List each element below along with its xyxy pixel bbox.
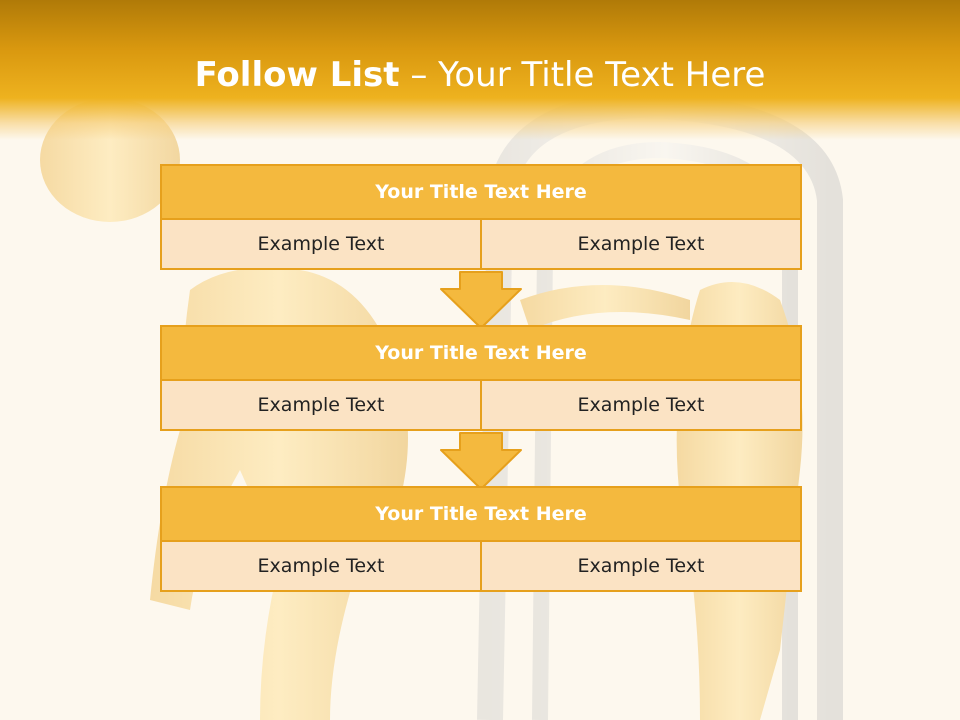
step-cell-right: Example Text (482, 542, 802, 592)
step-cell-left: Example Text (160, 220, 482, 270)
step-cell-right: Example Text (482, 381, 802, 431)
step-box-2: Your Title Text Here Example Text Exampl… (160, 325, 802, 431)
slide-title: Follow List – Your Title Text Here (0, 52, 960, 98)
step-title: Your Title Text Here (160, 164, 802, 220)
slide-title-bold: Follow List (194, 55, 400, 95)
step-row: Example Text Example Text (160, 220, 802, 270)
header-band (0, 0, 960, 140)
down-arrow-icon (440, 271, 522, 329)
step-cell-left: Example Text (160, 542, 482, 592)
step-box-1: Your Title Text Here Example Text Exampl… (160, 164, 802, 270)
step-title: Your Title Text Here (160, 486, 802, 542)
step-row: Example Text Example Text (160, 381, 802, 431)
step-box-3: Your Title Text Here Example Text Exampl… (160, 486, 802, 592)
down-arrow-icon (440, 432, 522, 490)
step-title: Your Title Text Here (160, 325, 802, 381)
slide-title-rest: – Your Title Text Here (399, 55, 766, 95)
step-row: Example Text Example Text (160, 542, 802, 592)
step-cell-left: Example Text (160, 381, 482, 431)
step-cell-right: Example Text (482, 220, 802, 270)
